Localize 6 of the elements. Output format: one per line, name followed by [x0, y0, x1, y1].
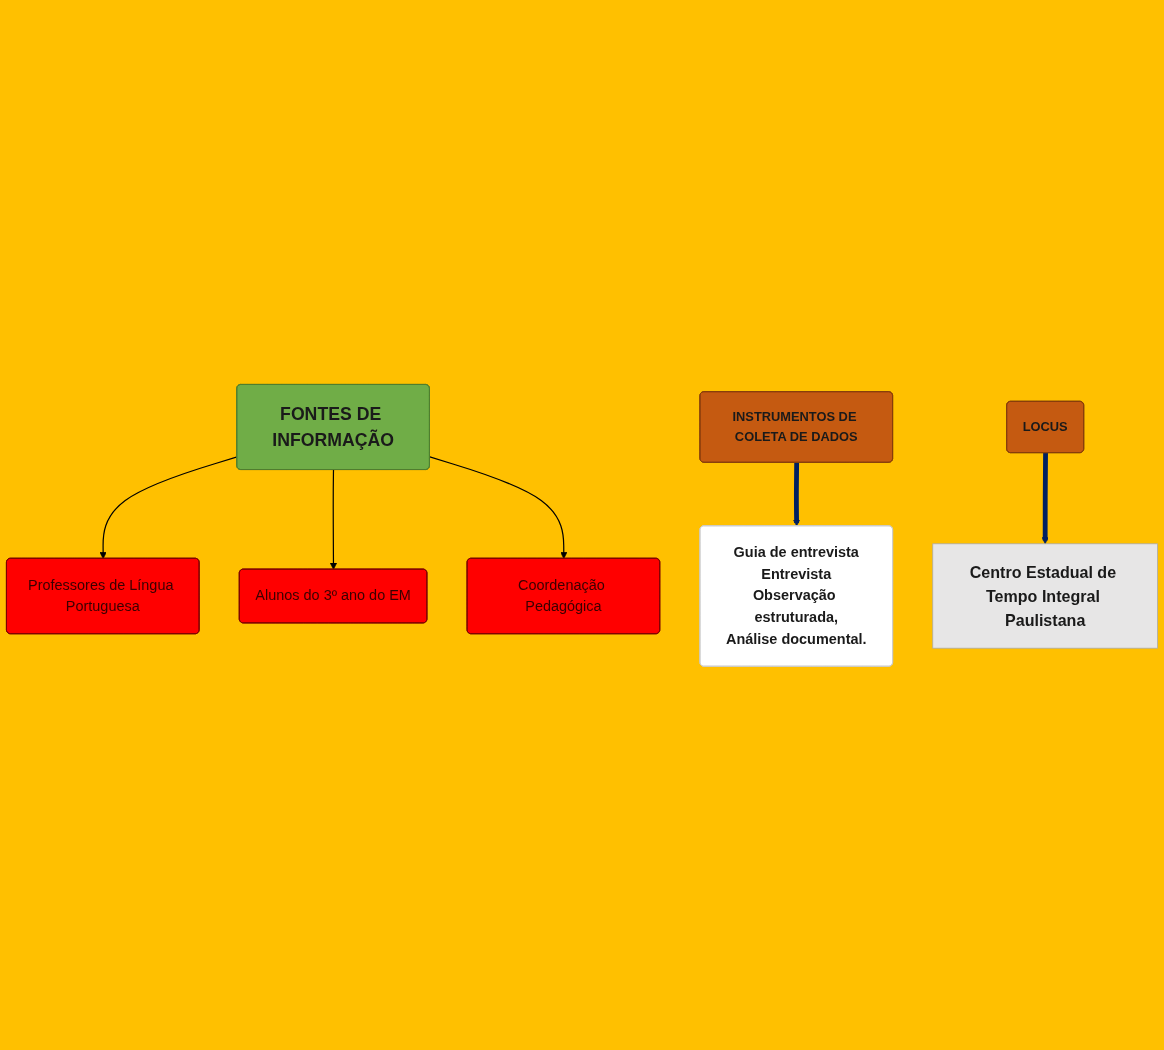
- arrow: [99, 456, 238, 559]
- arrow: [329, 469, 337, 570]
- node-box: Centro Estadual de Tempo Integral Paulistana: [932, 543, 1158, 649]
- arrow: [1041, 452, 1049, 544]
- arrow: [793, 462, 801, 527]
- arrow: [429, 456, 568, 559]
